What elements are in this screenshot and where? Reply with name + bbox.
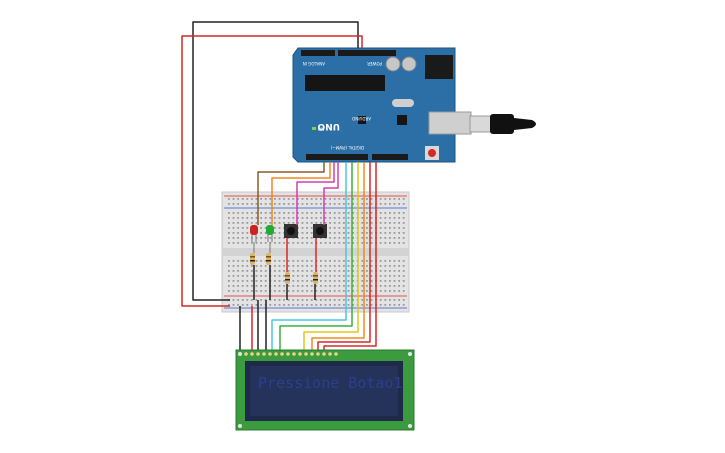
wire-red-lcd-2 xyxy=(323,162,377,350)
wire-red-lcd xyxy=(317,162,371,350)
usb-cable xyxy=(469,114,536,134)
digital-label: DIGITAL (PWM~) xyxy=(330,145,364,150)
green-led xyxy=(266,225,274,242)
wire-orange-led xyxy=(271,162,331,225)
capacitor xyxy=(385,56,401,72)
resistor xyxy=(285,272,290,284)
board-brand-label: ARDUINO xyxy=(352,116,371,121)
wire-brown xyxy=(257,162,325,225)
microcontroller-chip xyxy=(305,75,385,91)
arduino-uno-board: UNO ARDUINO DIGITAL (PWM~) POWER ANALOG … xyxy=(292,47,472,163)
crystal-oscillator xyxy=(392,99,414,107)
wire-red-5v xyxy=(181,35,363,307)
usb-port xyxy=(428,111,472,135)
wire-cyan xyxy=(271,162,347,350)
digital-header xyxy=(301,50,396,56)
wire-black-gnd xyxy=(192,21,359,301)
lcd-pin-header xyxy=(244,352,338,356)
on-label: ON xyxy=(318,127,324,132)
lcd-module: Pressione Botao1 xyxy=(235,349,415,431)
wire-orange xyxy=(311,162,365,350)
push-button-2 xyxy=(313,224,327,238)
push-button-1 xyxy=(284,224,298,238)
wire-yellow xyxy=(303,162,359,350)
wire-magenta-1 xyxy=(296,162,335,225)
resistor xyxy=(313,272,318,284)
lcd-display-text: Pressione Botao1 xyxy=(258,374,403,392)
power-label: POWER xyxy=(367,61,382,66)
board-model-label: UNO xyxy=(317,121,340,131)
capacitor xyxy=(401,56,417,72)
power-jack xyxy=(425,55,453,79)
wire-green xyxy=(279,162,353,350)
lcd-screen xyxy=(250,366,398,416)
wire-magenta-2 xyxy=(323,162,339,225)
resistor xyxy=(266,253,271,265)
wires xyxy=(181,21,377,350)
power-analog-header xyxy=(306,154,408,160)
red-led xyxy=(250,225,258,242)
analog-label: ANALOG IN xyxy=(303,61,325,66)
resistor xyxy=(250,253,255,265)
